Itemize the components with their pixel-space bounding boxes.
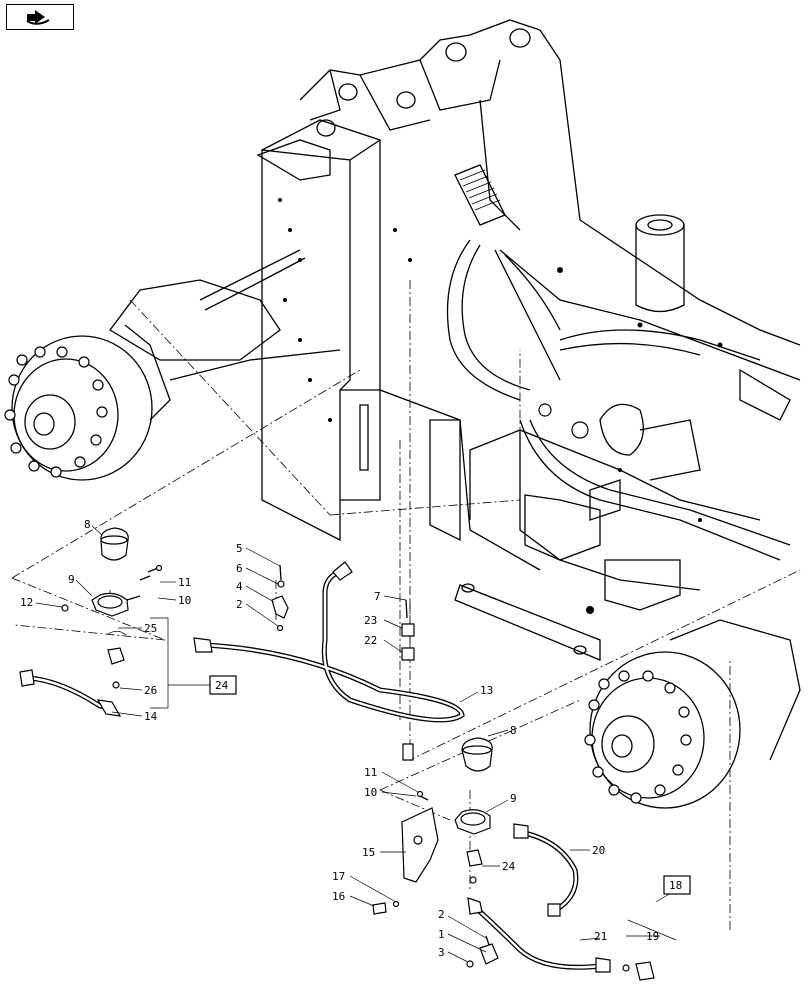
- callout-11a: 11: [178, 576, 191, 589]
- chassis-frame: [256, 19, 801, 661]
- callout-4: 4: [236, 580, 243, 593]
- callout-2a: 2: [236, 598, 243, 611]
- callout-6: 6: [236, 562, 243, 575]
- callout-16: 16: [332, 890, 345, 903]
- callout-10a: 10: [178, 594, 191, 607]
- left-accumulator-group: [19, 527, 210, 717]
- callout-23: 23: [364, 614, 377, 627]
- callout-8b: 8: [510, 724, 517, 737]
- valve-block-hoses: [199, 164, 791, 561]
- right-accumulator-group: [372, 737, 655, 981]
- callout-25: 25: [144, 622, 157, 635]
- callout-2b: 2: [438, 908, 445, 921]
- callout-9b: 9: [510, 792, 517, 805]
- callout-11b: 11: [364, 766, 377, 779]
- callout-26: 26: [144, 684, 157, 697]
- callout-leaders: [35, 525, 677, 963]
- callout-9a: 9: [68, 573, 75, 586]
- callout-10b: 10: [364, 786, 377, 799]
- hydraulic-cylinder: [599, 214, 701, 481]
- callout-21: 21: [594, 930, 607, 943]
- callout-3: 3: [438, 946, 445, 959]
- callout-13: 13: [480, 684, 493, 697]
- callout-1: 1: [438, 928, 445, 941]
- callout-19: 19: [646, 930, 659, 943]
- hardware-stack-left: [271, 564, 289, 632]
- callout-7: 7: [374, 590, 381, 603]
- hose-13: [193, 561, 465, 723]
- reference-lines: [11, 280, 801, 930]
- callout-15: 15: [362, 846, 375, 859]
- page-turn-arrow-icon: [26, 10, 50, 25]
- callout-24: 24: [502, 860, 516, 873]
- callout-17: 17: [332, 870, 345, 883]
- callout-box-18: [663, 875, 691, 895]
- hardware-stack-center: [401, 599, 415, 761]
- callout-20: 20: [592, 844, 605, 857]
- nav-page-button[interactable]: [6, 4, 74, 30]
- callout-22: 22: [364, 634, 377, 647]
- callout-18-boxed: 18: [669, 879, 682, 892]
- callout-14: 14: [144, 710, 158, 723]
- callout-24-boxed: 24: [215, 679, 229, 692]
- left-wheel-hub: [4, 335, 153, 481]
- right-wheel-hub: [584, 619, 801, 809]
- callout-labels: 8 9 11 10 12 25 26 14 24 5 6 4 2 7 23 22…: [20, 518, 691, 959]
- callout-box-24: [209, 675, 237, 695]
- callout-5: 5: [236, 542, 243, 555]
- callout-12: 12: [20, 596, 33, 609]
- callout-8a: 8: [84, 518, 91, 531]
- front-axle: [109, 279, 341, 421]
